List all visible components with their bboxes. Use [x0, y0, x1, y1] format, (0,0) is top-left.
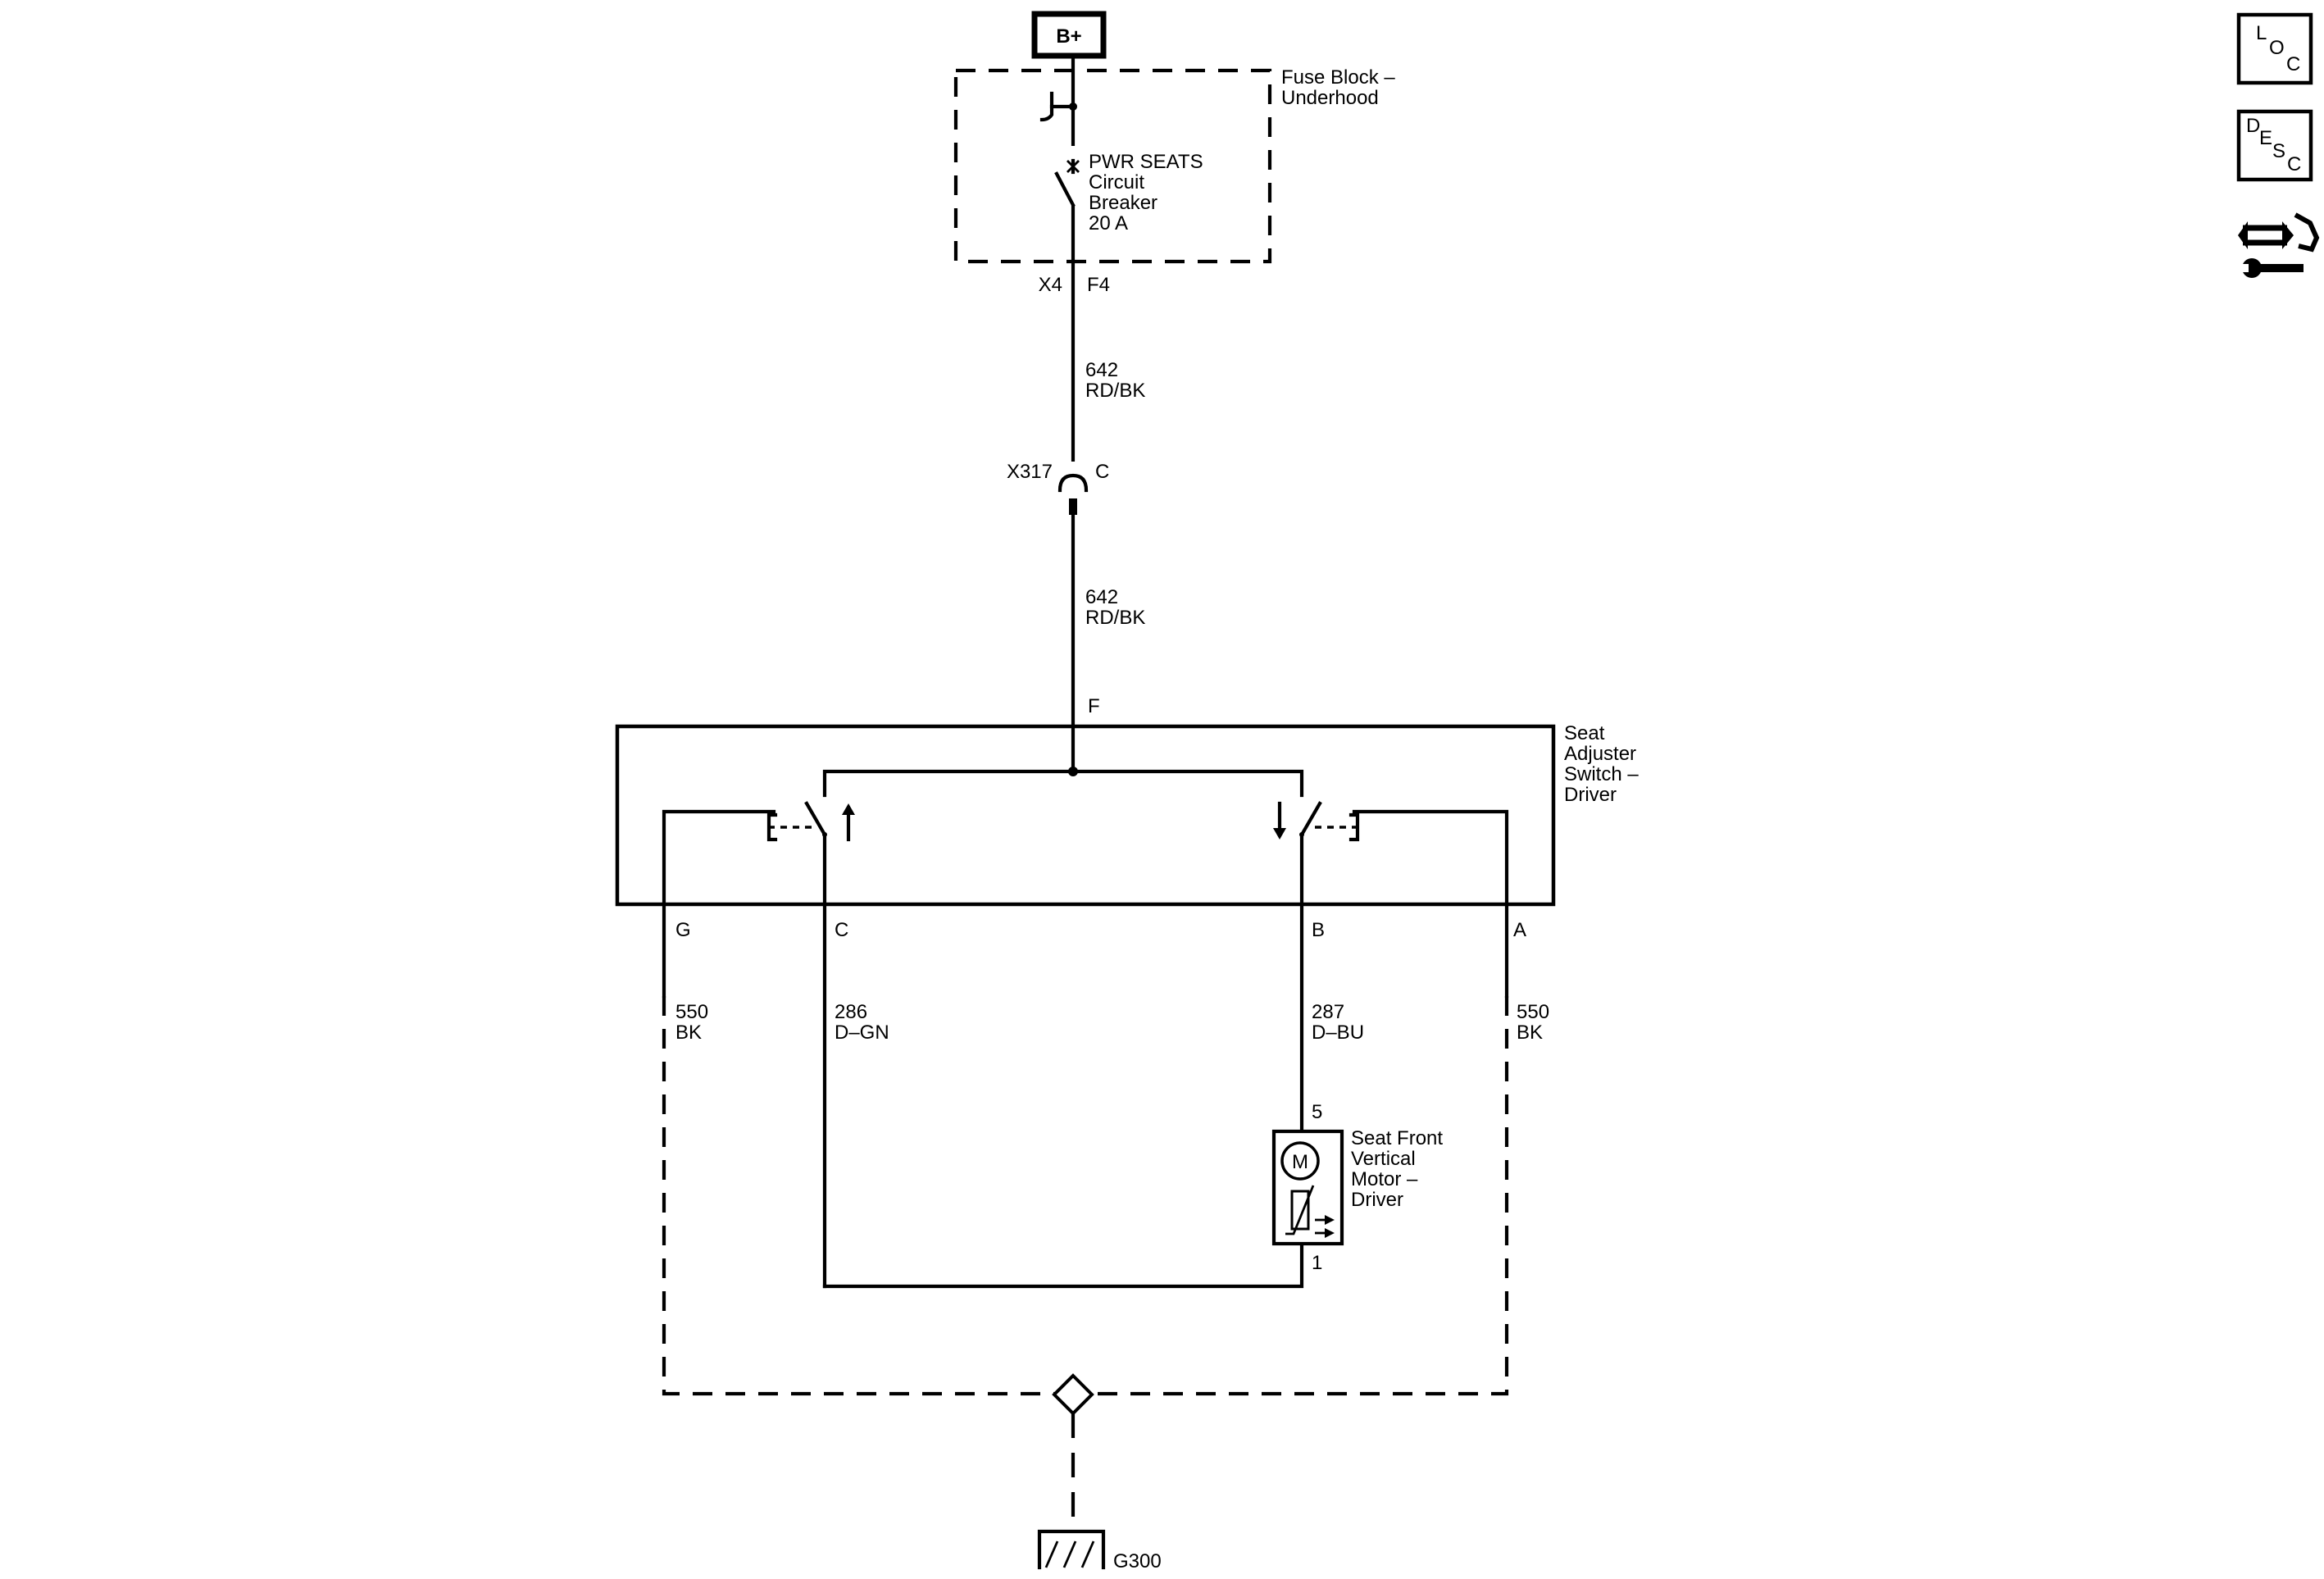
wire-550-left-circuit: 550 [675, 1001, 708, 1023]
breaker-label-2: Circuit [1089, 171, 1144, 193]
switch-down-contact [1299, 801, 1360, 842]
x317-pin-label: C [1095, 461, 1109, 483]
wire-286-circuit: 286 [835, 1001, 867, 1023]
motor-pin-top: 5 [1312, 1101, 1322, 1123]
loc-icon[interactable]: L O C [2236, 12, 2313, 85]
svg-text:O: O [2269, 37, 2285, 59]
wire-550-right-color: BK [1517, 1022, 1543, 1044]
seat-front-vertical-motor: 5 M 1 Seat Front Vertical Motor – Driver [1271, 1101, 1443, 1274]
switch-ground-left-path [662, 809, 776, 999]
arrow-up-icon [842, 803, 855, 842]
wire-550-right [1090, 996, 1509, 1396]
motor-symbol: M [1292, 1151, 1308, 1173]
desc-icon[interactable]: D E S C [2236, 109, 2313, 182]
switch-pin-b: B [1312, 919, 1325, 941]
fuse-block-underhood: Fuse Block – Underhood PWR SEATS Circuit… [953, 66, 1395, 296]
bus-junction-dot [1068, 767, 1078, 776]
switch-pin-a: A [1513, 919, 1526, 941]
motor-title-3: Motor – [1351, 1168, 1418, 1190]
wire-550-right-circuit: 550 [1517, 1001, 1549, 1023]
wire-642-upper-color: RD/BK [1085, 380, 1145, 402]
wire-287-circuit: 287 [1312, 1001, 1344, 1023]
switch-title-3: Switch – [1564, 763, 1639, 785]
svg-text:C: C [2286, 53, 2300, 75]
switch-title-2: Adjuster [1564, 743, 1636, 765]
x317-label: X317 [1007, 461, 1053, 483]
wire-550-left-color: BK [675, 1022, 702, 1044]
bus-tap-hook [1039, 91, 1054, 122]
position-sensor-arrows-icon [1315, 1215, 1335, 1238]
svg-text:E: E [2259, 127, 2272, 149]
thermistor-icon [1285, 1185, 1315, 1235]
svg-text:D: D [2246, 115, 2260, 137]
fuse-block-title-1: Fuse Block – [1281, 66, 1395, 89]
switch-common-bus [822, 769, 1304, 798]
connector-female-arc [1057, 473, 1089, 493]
arrow-down-icon [1273, 801, 1286, 840]
wire-642-lower-color: RD/BK [1085, 607, 1145, 629]
splice-diamond-icon [1052, 1373, 1094, 1416]
battery-positive-label: B+ [1056, 25, 1081, 48]
wire-287-color: D–BU [1312, 1022, 1364, 1044]
svg-text:C: C [2287, 153, 2301, 175]
wire-286-color: D–GN [835, 1022, 889, 1044]
motor-pin-bottom: 1 [1312, 1252, 1322, 1274]
fuse-connector-label: X4 [1039, 274, 1062, 296]
fuse-pin-label: F4 [1087, 274, 1110, 296]
ground-splice [1052, 1373, 1094, 1416]
breaker-label-4: 20 A [1089, 212, 1128, 234]
breaker-label-1: PWR SEATS [1089, 151, 1203, 173]
switch-up-contact [766, 801, 827, 842]
svg-text:S: S [2272, 140, 2285, 162]
switch-pin-c: C [835, 919, 848, 941]
ground-icon [1037, 1529, 1106, 1570]
switch-title-4: Driver [1564, 784, 1617, 806]
fuse-block-outline [953, 68, 1272, 264]
ground-label: G300 [1113, 1550, 1162, 1572]
wire-642-upper-circuit: 642 [1085, 359, 1118, 381]
connector-and-wrench-icon[interactable] [2238, 212, 2320, 278]
circuit-breaker-icon [1054, 146, 1084, 207]
inline-connector-x317: X317 C [1007, 461, 1109, 515]
motor-title-2: Vertical [1351, 1148, 1416, 1170]
switch-pin-g: G [675, 919, 691, 941]
motor-return-wire [822, 1242, 1304, 1289]
switch-outline [615, 724, 1556, 907]
motor-title-1: Seat Front [1351, 1127, 1443, 1149]
motor-icon [1280, 1141, 1320, 1181]
breaker-label-3: Breaker [1089, 192, 1157, 214]
motor-title-4: Driver [1351, 1189, 1403, 1211]
wire-642-lower-circuit: 642 [1085, 586, 1118, 608]
fuse-block-title-2: Underhood [1281, 87, 1379, 109]
wire-550-left [662, 996, 1056, 1396]
seat-adjuster-switch: F Seat Adjuster Switch – Driver [615, 695, 1639, 999]
svg-text:L: L [2256, 22, 2267, 44]
switch-ground-right-path [1352, 809, 1509, 999]
switch-title-1: Seat [1564, 722, 1605, 744]
switch-input-pin: F [1088, 695, 1100, 717]
battery-positive-terminal: B+ [1031, 11, 1107, 59]
